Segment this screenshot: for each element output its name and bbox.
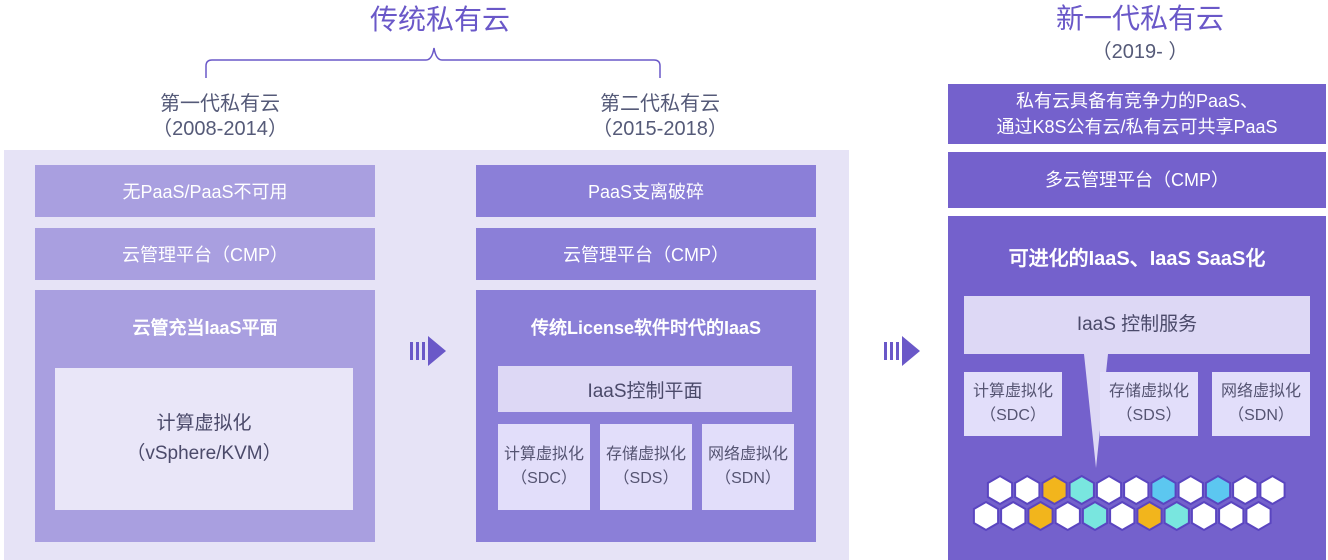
gen3-paas-line2: 通过K8S公有云/私有云可共享PaaS	[996, 117, 1278, 137]
new-gen-years: （2019- ）	[1091, 40, 1189, 63]
traditional-cloud-title: 传统私有云	[369, 4, 510, 35]
arrow-right-icon	[884, 336, 920, 366]
gen3-cmp-band: 多云管理平台（CMP）	[948, 152, 1326, 208]
gen2-control-plane: IaaS控制平面	[498, 366, 792, 412]
gen1-title: 第一代私有云	[160, 93, 280, 115]
gen3-paas-line1: 私有云具备有竞争力的PaaS、	[1015, 91, 1259, 111]
gen3-compute-box: 计算虚拟化 （SDC）	[964, 372, 1062, 436]
control-service-callout	[964, 296, 1310, 468]
hexagon-cell-bottom	[1109, 500, 1136, 532]
gen3-storage-box: 存储虚拟化 （SDS）	[1100, 372, 1198, 436]
gen3-storage-abbr: （SDS）	[1116, 407, 1182, 424]
arrow-right-icon	[410, 336, 446, 366]
gen2-years: （2015-2018）	[592, 118, 728, 140]
gen3-compute-abbr: （SDC）	[980, 407, 1046, 424]
gen3-compute-label: 计算虚拟化	[972, 383, 1053, 400]
gen2-network-box: 网络虚拟化 （SDN）	[702, 424, 794, 510]
hexagon-cell-top	[986, 474, 1014, 506]
gen2-compute-box: 计算虚拟化 （SDC）	[498, 424, 590, 510]
gen3-paas-band: 私有云具备有竞争力的PaaS、 通过K8S公有云/私有云可共享PaaS	[948, 84, 1326, 144]
gen2-title: 第二代私有云	[600, 93, 720, 115]
gen1-compute-tech: （vSphere/KVM）	[126, 443, 282, 464]
gen1-heading: 第一代私有云 （2008-2014）	[120, 92, 320, 142]
hexagon-cell-top	[1041, 474, 1068, 506]
hexagon-cell-bottom	[1136, 500, 1163, 532]
gen2-paas-band: PaaS支离破碎	[476, 165, 816, 217]
gen3-network-abbr: （SDN）	[1228, 407, 1294, 424]
hexagon-cell-bottom	[1245, 500, 1272, 532]
hexagon-cell-top	[1232, 474, 1259, 506]
gen2-network-abbr: （SDN）	[715, 470, 781, 487]
gen1-iaas-title: 云管充当IaaS平面	[132, 318, 278, 338]
hexagon-cell-bottom	[972, 500, 1000, 532]
gen2-storage-box: 存储虚拟化 （SDS）	[600, 424, 692, 510]
hexagon-cell-top	[1259, 474, 1286, 506]
gen2-storage-abbr: （SDS）	[613, 470, 679, 487]
gen2-network-label: 网络虚拟化	[707, 446, 788, 463]
hexagon-cell-top	[1123, 474, 1150, 506]
gen3-storage-label: 存储虚拟化	[1108, 383, 1189, 400]
gen1-paas-band: 无PaaS/PaaS不可用	[35, 165, 375, 217]
hexagon-cell-top	[1150, 474, 1177, 506]
gen1-compute-label: 计算虚拟化	[156, 413, 252, 434]
gen2-compute-label: 计算虚拟化	[503, 446, 584, 463]
hexagon-resource-grid	[972, 474, 1286, 532]
hexagon-cell-bottom	[1000, 500, 1027, 532]
gen1-years: （2008-2014）	[152, 118, 288, 140]
gen2-storage-label: 存储虚拟化	[605, 446, 686, 463]
grouping-bracket	[205, 47, 661, 78]
gen3-control-service: IaaS 控制服务	[1076, 314, 1198, 335]
hexagon-cell-bottom	[1027, 500, 1054, 532]
gen2-iaas-panel: 传统License软件时代的IaaS IaaS控制平面 计算虚拟化 （SDC） …	[476, 290, 816, 542]
gen1-iaas-panel: 云管充当IaaS平面 计算虚拟化 （vSphere/KVM）	[35, 290, 375, 542]
hexagon-cell-bottom	[1054, 500, 1081, 532]
gen2-iaas-title: 传统License软件时代的IaaS	[530, 318, 762, 338]
hexagon-cell-top	[1095, 474, 1123, 506]
hexagon-cell-top	[1177, 474, 1204, 506]
gen3-iaas-title: 可进化的IaaS、IaaS SaaS化	[1008, 248, 1266, 270]
gen1-compute-box: 计算虚拟化 （vSphere/KVM）	[55, 368, 353, 510]
hexagon-cell-bottom	[1163, 500, 1190, 532]
hexagon-cell-bottom	[1081, 500, 1109, 532]
hexagon-cell-top	[1014, 474, 1041, 506]
hexagon-cell-top	[1204, 474, 1232, 506]
hexagon-cell-bottom	[1190, 500, 1218, 532]
gen3-network-box: 网络虚拟化 （SDN）	[1212, 372, 1310, 436]
new-gen-title: 新一代私有云	[1055, 3, 1224, 34]
gen2-heading: 第二代私有云 （2015-2018）	[560, 92, 760, 142]
gen2-cmp-band: 云管理平台（CMP）	[476, 228, 816, 280]
gen2-compute-abbr: （SDC）	[511, 470, 577, 487]
hexagon-cell-top	[1068, 474, 1095, 506]
gen3-network-label: 网络虚拟化	[1220, 383, 1301, 400]
gen1-cmp-band: 云管理平台（CMP）	[35, 228, 375, 280]
gen3-iaas-panel: 可进化的IaaS、IaaS SaaS化 IaaS 控制服务 计算虚拟化 （SDC…	[948, 216, 1326, 560]
hexagon-cell-bottom	[1218, 500, 1245, 532]
